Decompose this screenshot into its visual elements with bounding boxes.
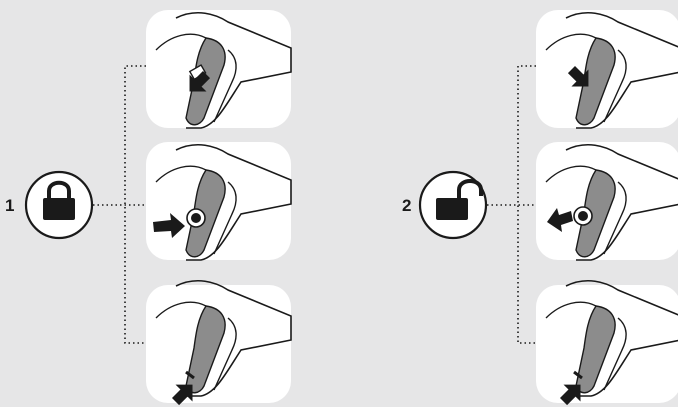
arrow-icon: [547, 208, 573, 232]
arrow-icon: [567, 66, 589, 87]
panel-1-2: [146, 142, 292, 261]
padlock-closed-icon: [43, 180, 75, 220]
arrow-icon: [189, 71, 211, 92]
panel-1-3: [146, 279, 292, 406]
bracket-connector-2: [487, 65, 536, 344]
panel-2-1: [536, 10, 678, 129]
arrow-icon: [153, 213, 185, 238]
step-1-group: [24, 10, 292, 406]
step-2-group: [418, 10, 678, 406]
panel-2-3: [536, 279, 678, 406]
panel-1-1: [146, 10, 292, 129]
bracket-connector-1: [93, 65, 146, 344]
arrow-icon: [560, 384, 581, 406]
step-number-2: 2: [402, 196, 412, 215]
panel-2-2: [536, 142, 678, 261]
step-number-1: 1: [5, 196, 15, 215]
arrow-icon: [172, 384, 193, 406]
padlock-open-icon: [436, 179, 483, 220]
